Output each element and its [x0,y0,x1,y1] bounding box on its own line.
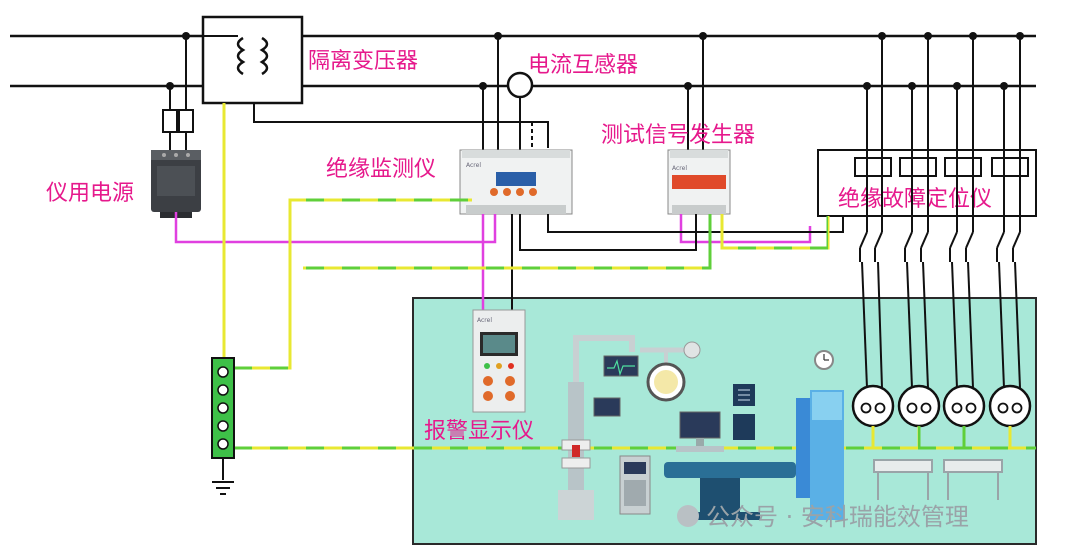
signal-wires [174,212,812,310]
wechat-icon [677,505,699,527]
operating-room-illustration [558,335,1003,520]
instrument-power-label: 仪用电源 [46,181,134,206]
current-transformer [506,71,534,150]
monitor-brand: Acrel [466,162,481,169]
isolation-transformer [201,15,304,105]
alarm-display-label: 报警显示仪 [424,419,534,444]
watermark: 公众号 · 安科瑞能效管理 [677,503,969,531]
fuses [162,36,194,150]
fault-locator-label: 绝缘故障定位仪 [838,187,992,212]
insulation-monitor: Acrel [459,149,573,215]
test-signal-generator: Acrel [667,149,731,215]
alarm-display: Acrel [472,309,526,413]
ground-bar [211,357,235,495]
isolation-transformer-label: 隔离变压器 [308,49,418,74]
current-transformer-label: 电流互感器 [528,53,638,78]
ground-wires [222,103,1036,450]
instrument-power-supply [151,150,201,218]
watermark-text: 公众号 · 安科瑞能效管理 [706,503,969,531]
test-signal-generator-label: 测试信号发生器 [601,123,755,148]
insulation-monitor-label: 绝缘监测仪 [326,157,436,182]
alarm-brand: Acrel [477,317,492,324]
generator-brand: Acrel [672,165,687,172]
